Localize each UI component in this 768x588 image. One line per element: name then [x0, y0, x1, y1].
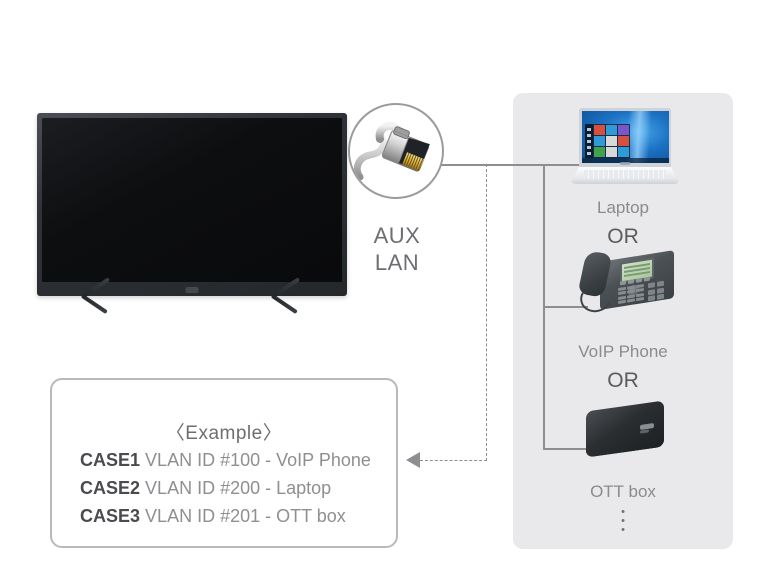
ott-box-top	[586, 400, 664, 458]
dashed-line-vertical	[486, 164, 487, 461]
example-case-label-2: CASE2	[80, 478, 141, 498]
connection-branch-voip-phone	[543, 306, 588, 308]
example-case-detail-3: VLAN ID #201 - OTT box	[145, 506, 346, 526]
arrow-head-icon	[406, 452, 420, 468]
laptop-screen	[581, 110, 669, 163]
aux-label-line1: AUX	[373, 223, 421, 248]
example-rows: CASE1 VLAN ID #100 - VoIP Phone CASE2 VL…	[80, 446, 380, 530]
example-row-2: CASE2 VLAN ID #200 - Laptop	[80, 474, 380, 502]
example-case-detail-1: VLAN ID #100 - VoIP Phone	[145, 450, 371, 470]
continuation-dots: •••	[621, 506, 625, 536]
tv-illustration	[37, 113, 347, 314]
aux-lan-callout	[348, 103, 444, 199]
tv-logo	[185, 287, 199, 293]
device-label-voip-phone: VoIP Phone	[578, 342, 668, 361]
or-separator-1: OR	[607, 225, 639, 248]
connection-branch-laptop	[543, 164, 588, 166]
example-row-3: CASE3 VLAN ID #201 - OTT box	[80, 502, 380, 530]
rj45-ethernet-connector-icon	[353, 121, 430, 181]
example-box: 〈Example〉 CASE1 VLAN ID #100 - VoIP Phon…	[50, 378, 398, 548]
tv-screen	[42, 118, 342, 282]
phone-line-keys	[648, 280, 664, 302]
laptop-keyboard	[584, 170, 666, 179]
example-row-1: CASE1 VLAN ID #100 - VoIP Phone	[80, 446, 380, 474]
dashed-line-horizontal	[420, 460, 487, 461]
laptop-lid	[579, 108, 671, 168]
connection-line-main	[437, 164, 587, 166]
laptop-brand-logo	[620, 162, 630, 165]
tv-body	[37, 113, 347, 296]
example-case-label-3: CASE3	[80, 506, 141, 526]
windows-start-menu	[584, 124, 630, 158]
device-label-ott-box: OTT box	[590, 482, 656, 501]
example-case-label-1: CASE1	[80, 450, 141, 470]
aux-lan-label: AUX LAN	[352, 222, 442, 276]
example-title: 〈Example〉	[165, 423, 283, 444]
device-label-laptop: Laptop	[597, 198, 649, 217]
voip-phone-icon	[576, 249, 678, 317]
aux-label-line2: LAN	[374, 250, 420, 275]
laptop-icon	[570, 108, 680, 190]
or-separator-2: OR	[607, 369, 639, 392]
connection-branch-ott-box	[543, 448, 588, 450]
ott-box-icon	[578, 400, 678, 464]
example-case-detail-2: VLAN ID #200 - Laptop	[145, 478, 332, 498]
